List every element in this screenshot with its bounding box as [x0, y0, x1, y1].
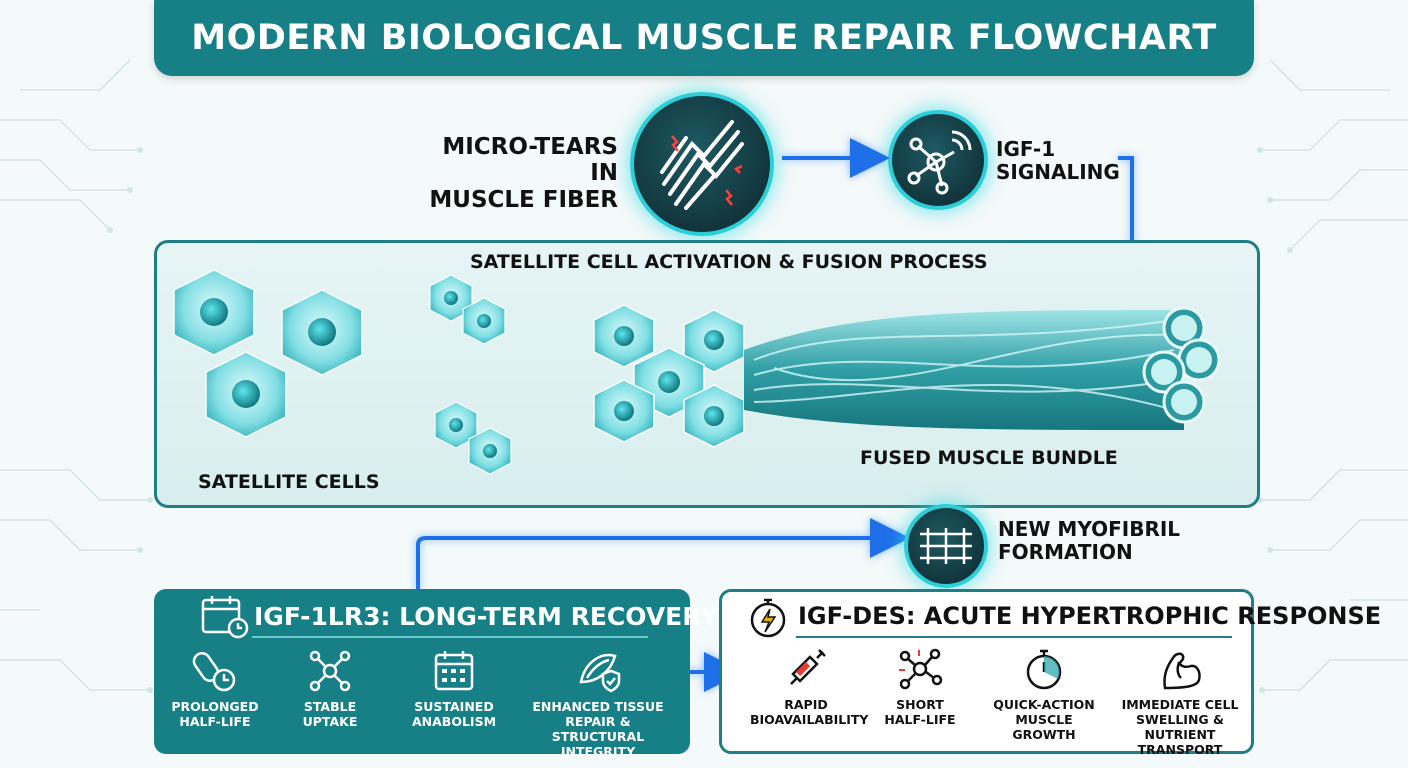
right-panel-title: IGF-DES: ACUTE HYPERTROPHIC RESPONSE	[798, 602, 1382, 630]
signaling-molecule-icon	[888, 110, 988, 210]
right-item-1-line-1: RAPID	[784, 697, 828, 712]
muscle-shield-icon	[579, 653, 621, 693]
right-item-2: SHORT HALF-LIFE	[870, 646, 970, 727]
right-panel-divider	[796, 636, 1232, 638]
syringe-icon	[790, 649, 826, 685]
torn-muscle-fiber-icon	[630, 92, 774, 236]
left-item-1-line-2: HALF-LIFE	[179, 714, 251, 729]
process-title: SATELLITE CELL ACTIVATION & FUSION PROCE…	[470, 251, 988, 273]
right-item-4: IMMEDIATE CELL SWELLING & NUTRIENT TRANS…	[1108, 646, 1252, 757]
left-item-4-line-3: INTEGRITY	[560, 744, 636, 759]
right-item-2-line-1: SHORT	[896, 697, 944, 712]
right-item-3-line-2: MUSCLE GROWTH	[1012, 712, 1076, 742]
left-item-4-line-1: ENHANCED TISSUE	[532, 699, 664, 714]
left-item-4-line-2: REPAIR & STRUCTURAL	[551, 714, 645, 744]
new-myofibril-label: NEW MYOFIBRIL FORMATION	[998, 518, 1180, 564]
igf-signaling-label: IGF-1 SIGNALING	[996, 138, 1120, 184]
myofibril-icon	[904, 504, 988, 588]
right-item-1: RAPID BIOAVAILABILITY	[750, 646, 869, 727]
long-term-recovery-panel	[154, 589, 690, 754]
right-item-1-line-2: BIOAVAILABILITY	[750, 712, 869, 727]
fused-bundle-label: FUSED MUSCLE BUNDLE	[860, 447, 1118, 469]
left-item-3-line-1: SUSTAINED	[414, 699, 494, 714]
right-item-4-line-1: IMMEDIATE CELL	[1121, 697, 1239, 712]
title-bar: MODERN BIOLOGICAL MUSCLE REPAIR FLOWCHAR…	[154, 0, 1254, 76]
arrow-recovery-to-myofibril	[416, 518, 910, 590]
page-title: MODERN BIOLOGICAL MUSCLE REPAIR FLOWCHAR…	[191, 18, 1217, 58]
right-item-4-line-3: NUTRIENT TRANSPORT	[1137, 727, 1223, 757]
micro-tears-line-2: MUSCLE FIBER	[429, 186, 618, 213]
stopwatch-lightning-icon	[746, 596, 792, 645]
igf-signaling-line-2: SIGNALING	[996, 160, 1120, 184]
left-item-1: PROLONGED HALF-LIFE	[165, 648, 265, 729]
left-item-2-line-1: STABLE	[303, 699, 357, 714]
new-myofibril-line-2: FORMATION	[998, 540, 1133, 564]
left-panel-divider	[252, 636, 648, 638]
left-item-4: ENHANCED TISSUE REPAIR & STRUCTURAL INTE…	[522, 648, 674, 759]
right-item-2-line-2: HALF-LIFE	[884, 712, 956, 727]
pill-clock-icon	[192, 652, 236, 692]
left-item-2-line-2: UPTAKE	[302, 714, 358, 729]
calendar-icon	[434, 651, 474, 691]
micro-tears-line-1: MICRO-TEARS IN	[442, 134, 618, 187]
micro-tears-label: MICRO-TEARS IN MUSCLE FIBER	[418, 134, 618, 213]
flexed-arm-icon	[1163, 652, 1201, 690]
right-item-3: QUICK-ACTION MUSCLE GROWTH	[984, 646, 1104, 742]
stopwatch-icon	[1026, 649, 1062, 690]
new-myofibril-line-1: NEW MYOFIBRIL	[998, 517, 1181, 541]
molecule-burst-icon	[899, 648, 943, 690]
left-item-1-line-1: PROLONGED	[171, 699, 259, 714]
satellite-cells-illustration	[173, 269, 1221, 475]
right-item-3-line-1: QUICK-ACTION	[993, 697, 1095, 712]
left-item-3-line-2: ANABOLISM	[411, 714, 497, 729]
satellite-cells-label: SATELLITE CELLS	[198, 471, 380, 493]
molecule-icon	[309, 650, 351, 692]
left-item-3: SUSTAINED ANABOLISM	[404, 648, 504, 729]
right-item-4-line-2: SWELLING &	[1136, 712, 1224, 727]
left-item-2: STABLE UPTAKE	[280, 648, 380, 729]
igf-signaling-line-1: IGF-1	[996, 137, 1056, 161]
calendar-clock-icon	[200, 594, 250, 645]
left-panel-title: IGF-1LR3: LONG-TERM RECOVERY	[254, 602, 719, 631]
